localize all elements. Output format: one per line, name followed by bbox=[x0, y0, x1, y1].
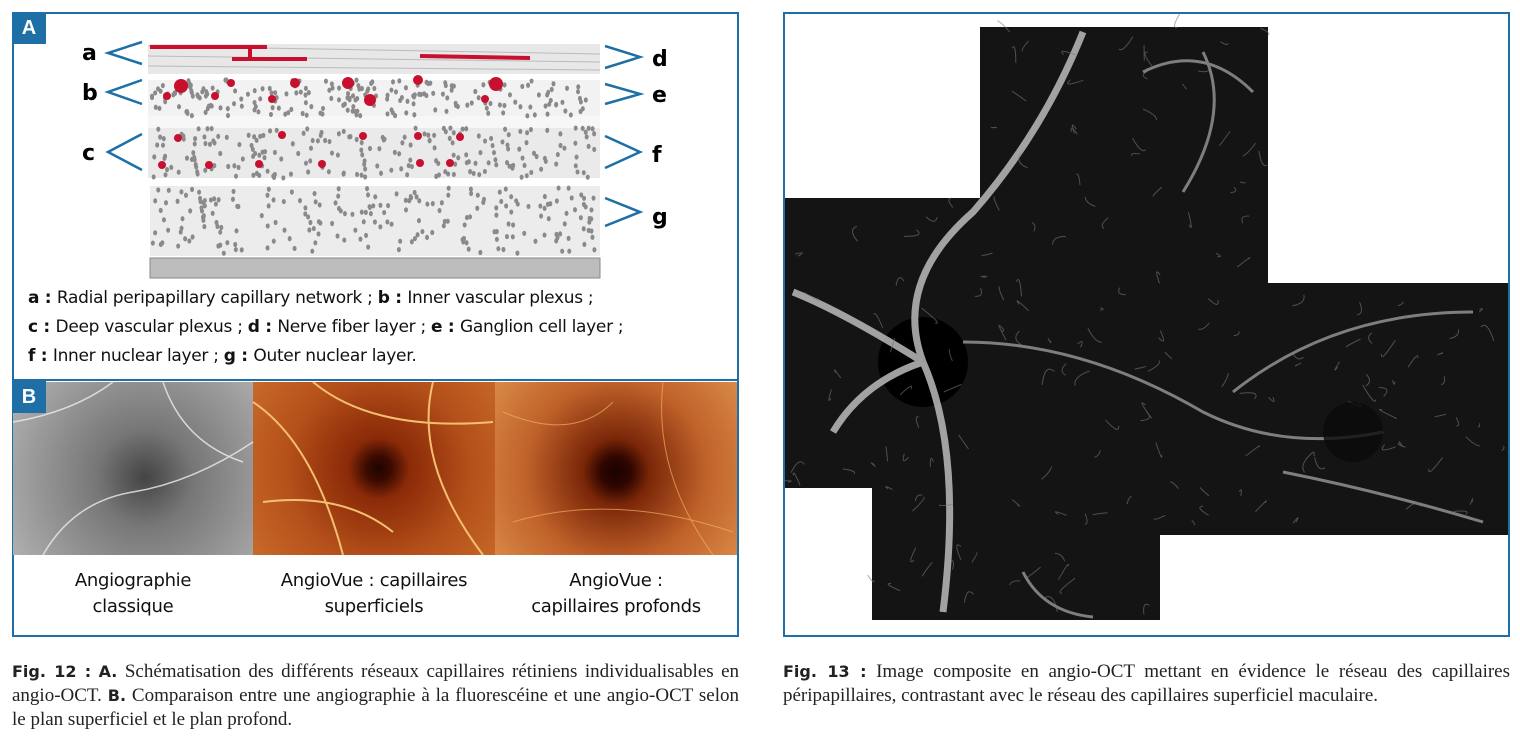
figure-13-frame bbox=[783, 12, 1510, 637]
letter-b: b bbox=[82, 81, 98, 106]
panel-divider bbox=[12, 379, 739, 381]
figure-13-caption: Fig. 13 : Image composite en angio-OCT m… bbox=[783, 661, 1511, 706]
layer-legend: a : Radial peripapillary capillary netwo… bbox=[28, 288, 624, 366]
vessel-overlay bbox=[13, 382, 734, 555]
figure-12-frame bbox=[12, 12, 739, 637]
letter-g: g bbox=[652, 205, 668, 230]
oct-composite-vessels bbox=[783, 13, 1505, 619]
letter-d: d bbox=[652, 47, 668, 72]
retina-layer-diagram: a b c d e f g bbox=[82, 40, 668, 279]
rpcn-vessels bbox=[150, 45, 531, 61]
panel-a-label: A bbox=[12, 12, 46, 44]
caption-deep-capillaries: AngioVue :capillaires profonds bbox=[531, 570, 701, 617]
capillary-dots bbox=[158, 75, 503, 169]
figure-12-caption: Fig. 12 : A. Schématisation des différen… bbox=[12, 661, 740, 730]
fluorescein-angiography-image bbox=[13, 382, 253, 555]
angiovue-deep-image bbox=[495, 382, 737, 555]
letter-c: c bbox=[82, 141, 95, 166]
letter-f: f bbox=[652, 143, 662, 168]
angiovue-superficial-image bbox=[253, 382, 495, 555]
letter-e: e bbox=[652, 83, 667, 108]
letter-a: a bbox=[82, 41, 97, 66]
oct-tile-bottom bbox=[872, 488, 1160, 620]
panel-b-label: B bbox=[12, 381, 46, 413]
bracket-arrows bbox=[103, 40, 645, 228]
